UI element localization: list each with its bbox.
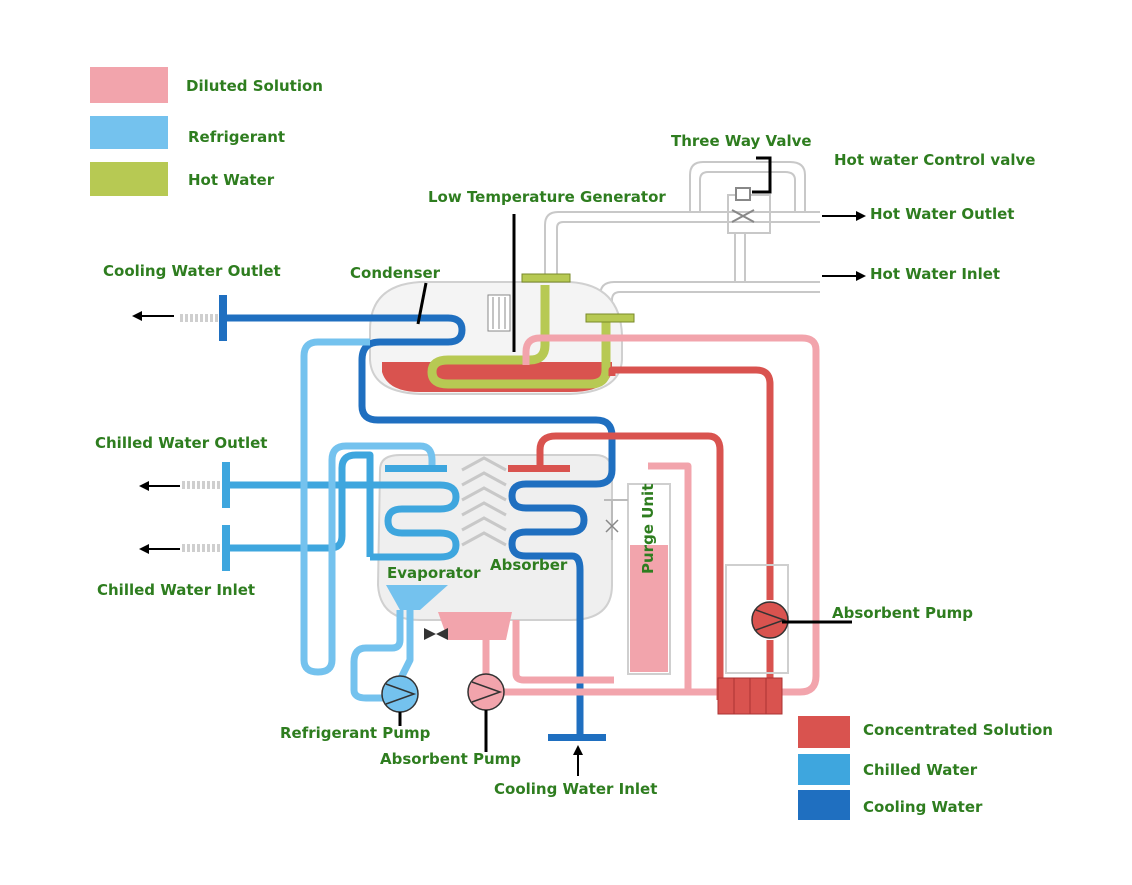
absorbent-pump-right-symbol — [751, 601, 789, 639]
diluted-solution-piping — [482, 334, 820, 696]
chilled-water-outlet-flange — [222, 462, 230, 508]
label-refrigerant-pump: Refrigerant Pump — [280, 724, 431, 742]
cooling-water-inlet-flange — [548, 734, 606, 741]
hot-water-arrows — [822, 211, 866, 281]
legend-label-refrigerant: Refrigerant — [188, 128, 285, 146]
hot-water-flange-right — [585, 313, 635, 323]
legend-swatch-refrigerant — [90, 116, 168, 149]
legend-label-hot-water: Hot Water — [188, 171, 275, 189]
label-chilled-water-outlet: Chilled Water Outlet — [95, 434, 267, 452]
legend-swatch-concentrated-solution — [798, 716, 850, 748]
legend-swatch-diluted-solution — [90, 67, 168, 103]
refrigerant-valve — [424, 628, 448, 640]
label-hot-water-control-valve: Hot water Control valve — [834, 151, 1035, 169]
cooling-water-outlet-flange — [219, 295, 227, 341]
legend-bottom: Concentrated Solution Chilled Water Cool… — [798, 716, 1053, 820]
cooling-water-piping — [226, 314, 616, 735]
label-low-temperature-generator: Low Temperature Generator — [428, 188, 666, 206]
refrigerant-piping — [300, 338, 436, 702]
legend-top: Diluted Solution Refrigerant Hot Water — [90, 67, 323, 196]
chilled-water-inlet-flange — [222, 525, 230, 571]
label-absorbent-pump-bottom: Absorbent Pump — [380, 750, 521, 768]
legend-swatch-chilled-water — [798, 754, 850, 785]
label-hot-water-outlet: Hot Water Outlet — [870, 205, 1014, 223]
absorbent-pump-bottom-symbol — [467, 673, 505, 711]
label-purge-unit: Purge Unit — [639, 484, 657, 574]
label-evaporator: Evaporator — [387, 564, 481, 582]
hot-water-flange-left — [521, 273, 571, 283]
lower-vessel — [376, 454, 613, 640]
legend-label-diluted-solution: Diluted Solution — [186, 77, 323, 95]
label-chilled-water-inlet: Chilled Water Inlet — [97, 581, 255, 599]
legend-label-concentrated-solution: Concentrated Solution — [863, 721, 1053, 739]
diagram-labels: Three Way Valve Hot water Control valve … — [95, 132, 1035, 798]
label-cooling-water-outlet: Cooling Water Outlet — [103, 262, 281, 280]
purge-unit — [604, 483, 671, 675]
leader-lines — [132, 156, 852, 776]
legend-label-chilled-water: Chilled Water — [863, 761, 978, 779]
heat-exchanger — [717, 564, 789, 715]
legend-swatch-cooling-water — [798, 790, 850, 820]
refrigerant-pump-symbol — [381, 675, 419, 713]
evaporator-spray-header — [385, 465, 447, 472]
label-cooling-water-inlet: Cooling Water Inlet — [494, 780, 657, 798]
label-condenser: Condenser — [350, 264, 441, 282]
absorber-spray-header — [508, 465, 570, 472]
label-hot-water-inlet: Hot Water Inlet — [870, 265, 1000, 283]
label-absorbent-pump-right: Absorbent Pump — [832, 604, 973, 622]
legend-label-cooling-water: Cooling Water — [863, 798, 983, 816]
hot-water-coil — [427, 285, 611, 389]
legend-swatch-hot-water — [90, 162, 168, 196]
label-absorber: Absorber — [490, 556, 568, 574]
label-three-way-valve: Three Way Valve — [671, 132, 812, 150]
